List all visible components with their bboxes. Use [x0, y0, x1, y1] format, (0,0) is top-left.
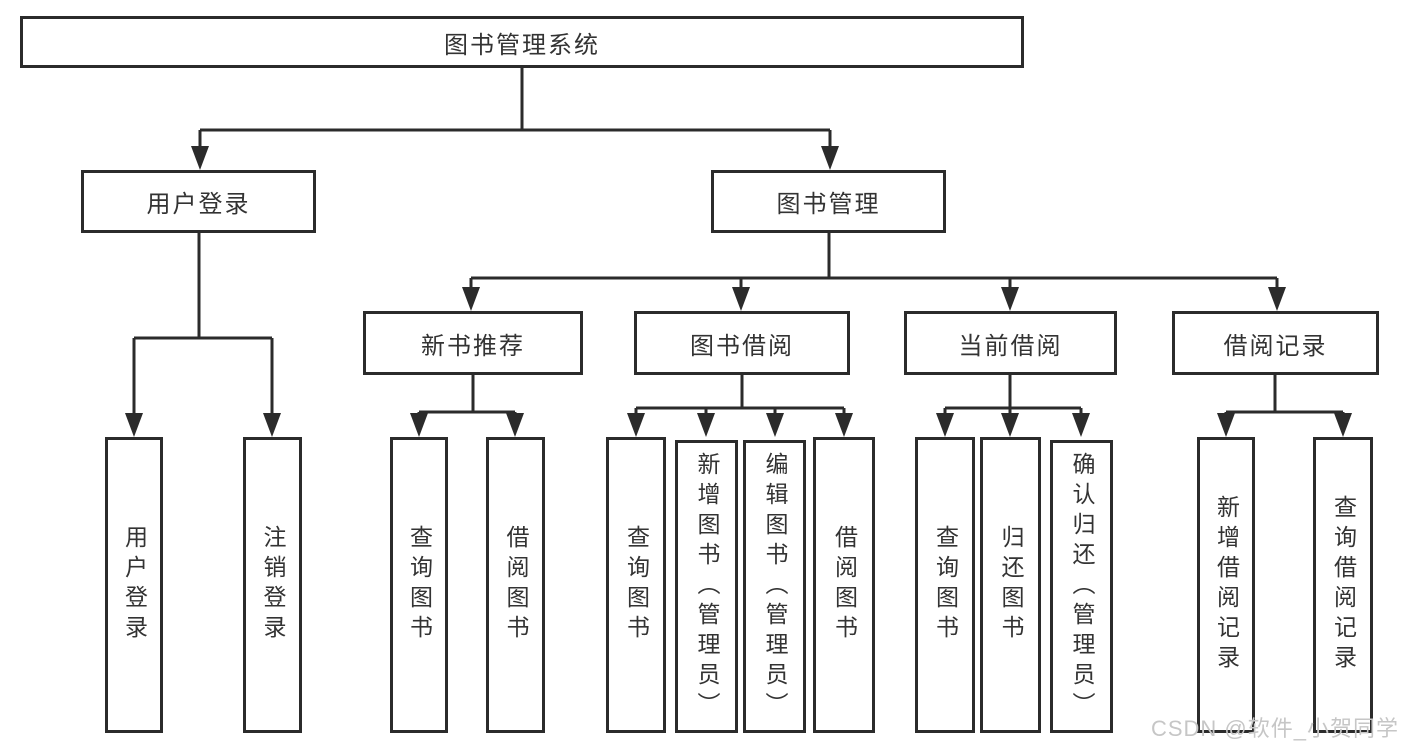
node-borrowing-records: 借阅记录 [1172, 311, 1379, 375]
node-book-borrowing: 图书借阅 [634, 311, 850, 375]
node-label: 借阅记录 [1223, 332, 1328, 360]
node-label: 用户登录 [146, 191, 251, 218]
node-label: 查询图书 [406, 525, 433, 645]
node-label: 用户登录 [121, 525, 148, 645]
node-logout: 注销登录 [243, 437, 302, 733]
node-label: 查询图书 [623, 525, 650, 645]
node-label: 新书推荐 [421, 332, 525, 360]
arrowhead-icons [125, 146, 1352, 437]
node-label: 查询图书 [932, 525, 959, 645]
node-query-borrow-record: 查询借阅记录 [1313, 437, 1373, 733]
node-label: 图书借阅 [690, 332, 794, 360]
node-label: 归还图书 [998, 525, 1024, 645]
node-query-books-borrow: 查询图书 [606, 437, 666, 733]
node-add-borrow-record: 新增借阅记录 [1197, 437, 1255, 733]
node-label: 注销登录 [260, 525, 286, 645]
node-user-login: 用户登录 [81, 170, 316, 233]
node-label: 确认归还（管理员） [1069, 451, 1095, 722]
node-book-management: 图书管理 [711, 170, 946, 233]
node-current-borrowing: 当前借阅 [904, 311, 1117, 375]
node-return-books: 归还图书 [980, 437, 1041, 733]
node-label: 图书管理系统 [444, 31, 600, 59]
node-library-management-system: 图书管理系统 [20, 16, 1024, 68]
node-label: 新增图书（管理员） [694, 451, 720, 722]
node-label: 查询借阅记录 [1330, 495, 1357, 675]
node-borrow-books-recommend: 借阅图书 [486, 437, 545, 733]
node-add-book-admin: 新增图书（管理员） [675, 440, 738, 733]
node-query-books-current: 查询图书 [915, 437, 975, 733]
node-label: 借阅图书 [831, 525, 858, 645]
node-label: 借阅图书 [503, 525, 529, 645]
node-new-book-recommendation: 新书推荐 [363, 311, 583, 375]
node-label: 编辑图书（管理员） [762, 451, 788, 722]
node-user-login-leaf: 用户登录 [105, 437, 163, 733]
node-label: 当前借阅 [958, 332, 1063, 360]
node-label: 图书管理 [776, 191, 881, 218]
node-edit-book-admin: 编辑图书（管理员） [743, 440, 806, 733]
node-borrow-books-leaf: 借阅图书 [813, 437, 875, 733]
node-label: 新增借阅记录 [1213, 495, 1240, 675]
node-query-books-recommend: 查询图书 [390, 437, 448, 733]
node-confirm-return-admin: 确认归还（管理员） [1050, 440, 1113, 733]
